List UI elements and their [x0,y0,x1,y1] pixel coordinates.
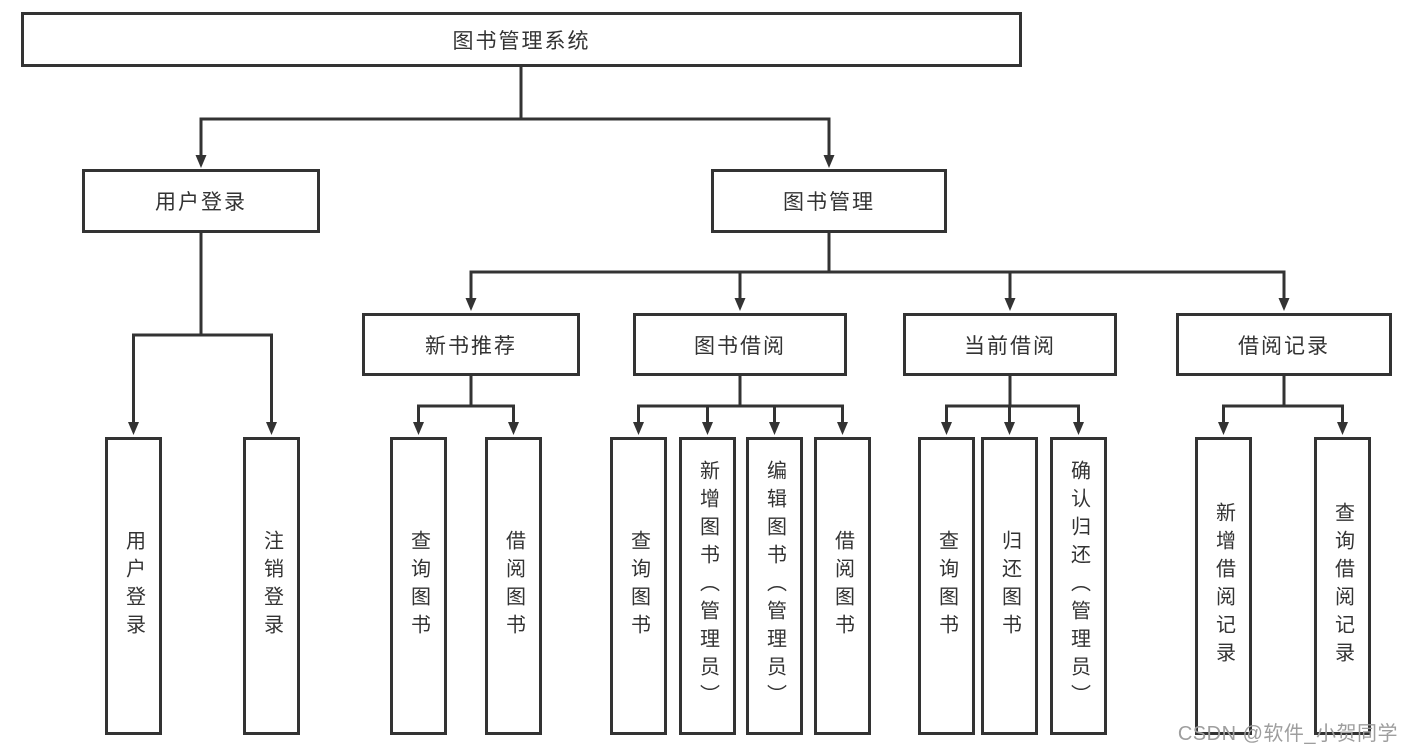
leaf-confirm-return-admin: 确认归还（管理员） [1050,437,1107,735]
leaf-borrow-books-recommend: 借阅图书 [485,437,542,735]
leaf-query-books-recommend: 查询图书 [390,437,447,735]
node-borrowing-records: 借阅记录 [1176,313,1392,376]
node-root-system: 图书管理系统 [21,12,1022,67]
leaf-add-borrow-record: 新增借阅记录 [1195,437,1252,735]
node-user-login: 用户登录 [82,169,320,233]
leaf-query-books-borrowing: 查询图书 [610,437,667,735]
leaf-return-books: 归还图书 [981,437,1038,735]
leaf-user-login: 用户登录 [105,437,162,735]
node-current-borrowing: 当前借阅 [903,313,1117,376]
leaf-borrow-books-borrowing: 借阅图书 [814,437,871,735]
leaf-edit-books-admin: 编辑图书（管理员） [746,437,803,735]
leaf-logout: 注销登录 [243,437,300,735]
leaf-add-books-admin: 新增图书（管理员） [679,437,736,735]
node-book-borrowing: 图书借阅 [633,313,847,376]
node-book-management: 图书管理 [711,169,947,233]
node-new-book-recommendation: 新书推荐 [362,313,580,376]
leaf-query-books-current: 查询图书 [918,437,975,735]
csdn-watermark: CSDN @软件_小贺同学 [1177,723,1398,745]
leaf-query-borrow-record: 查询借阅记录 [1314,437,1371,735]
